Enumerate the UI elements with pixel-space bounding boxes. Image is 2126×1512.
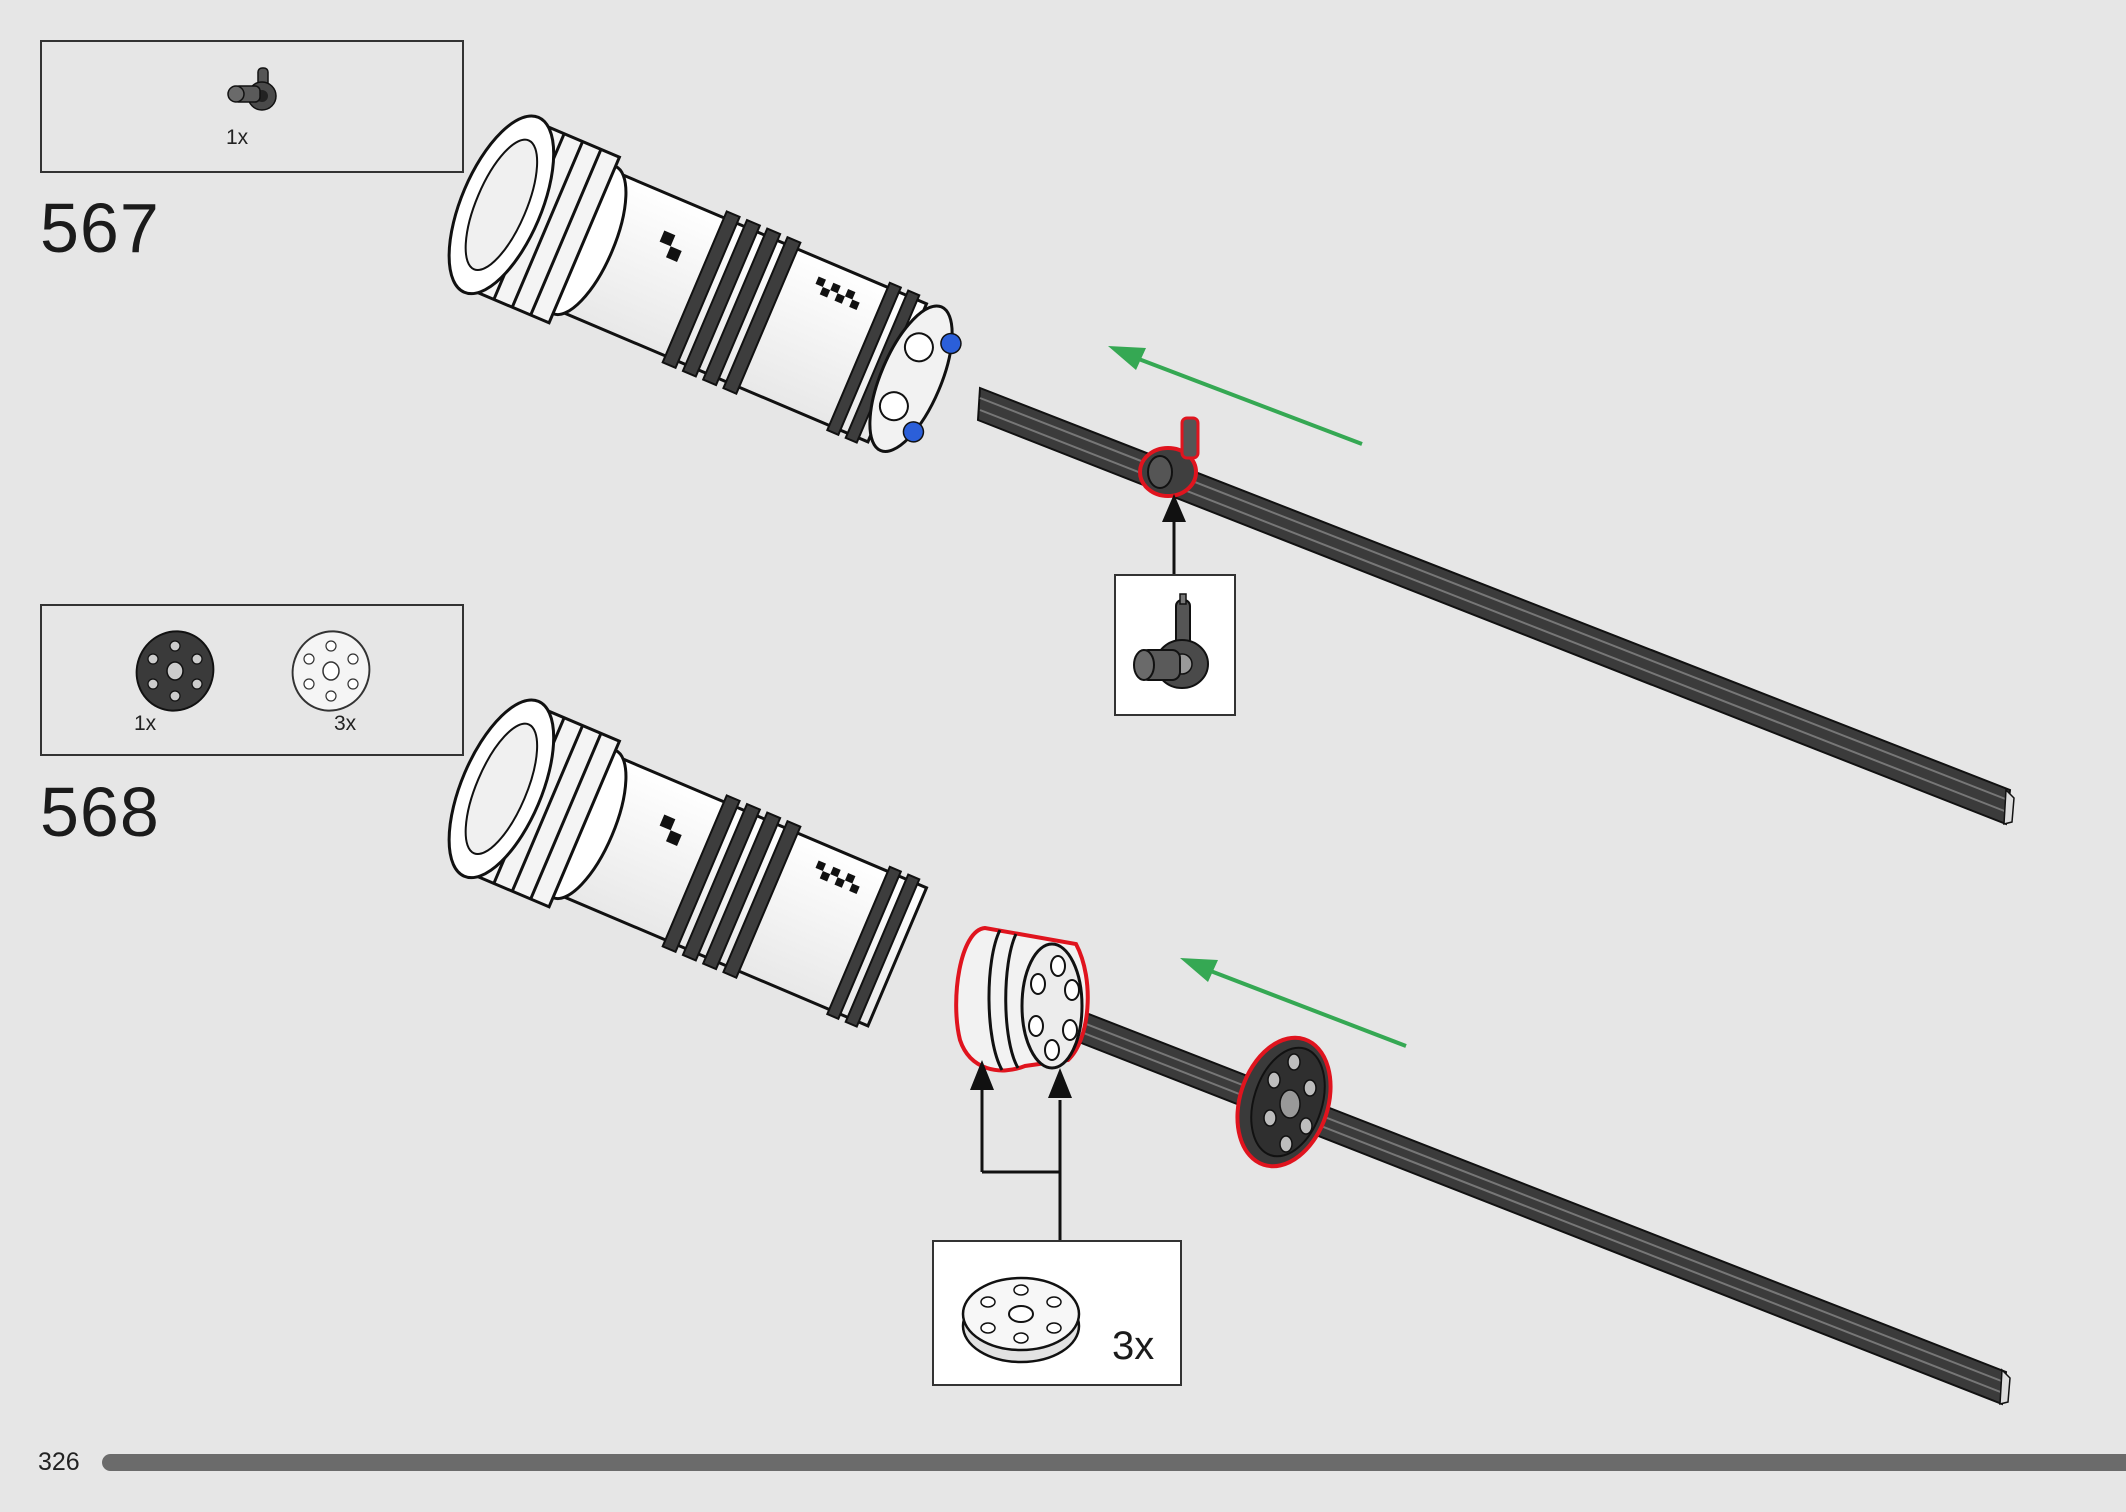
progress-bar <box>102 1454 2126 1471</box>
parts-list-step-567: 1x <box>40 40 464 173</box>
direction-arrow-568 <box>1180 958 1407 1048</box>
added-connector-567 <box>1138 416 1200 498</box>
wheel-callout-icon <box>961 1276 1081 1364</box>
part-qty: 1x <box>226 126 249 149</box>
callout-box-568: 3x <box>932 1240 1182 1386</box>
part-qty: 1x <box>134 712 157 735</box>
connector-callout-icon <box>1133 593 1209 689</box>
hilt-assembly-568 <box>447 698 2011 1406</box>
step-number-567: 567 <box>40 189 160 267</box>
direction-arrow-567 <box>1108 346 1363 446</box>
callout-box-567 <box>1114 574 1236 716</box>
added-dark-wheel-568 <box>1235 1035 1333 1169</box>
hilt-assembly-567 <box>447 114 2015 826</box>
part-qty: 3x <box>334 712 357 735</box>
callout-pointer-567 <box>1162 494 1186 574</box>
dark-wheel-icon <box>135 630 215 712</box>
axle-pin-connector-icon <box>227 67 277 111</box>
callout-qty: 3x <box>1112 1324 1155 1368</box>
parts-list-step-568: 1x 3x <box>40 604 464 756</box>
page-number: 326 <box>38 1448 80 1476</box>
white-wheel-icon <box>291 630 371 712</box>
callout-pointer-568 <box>980 1090 1062 1240</box>
step-number-568: 568 <box>40 773 160 851</box>
axle-568 <box>1036 993 2011 1406</box>
added-white-wheels-568 <box>954 925 1090 1073</box>
